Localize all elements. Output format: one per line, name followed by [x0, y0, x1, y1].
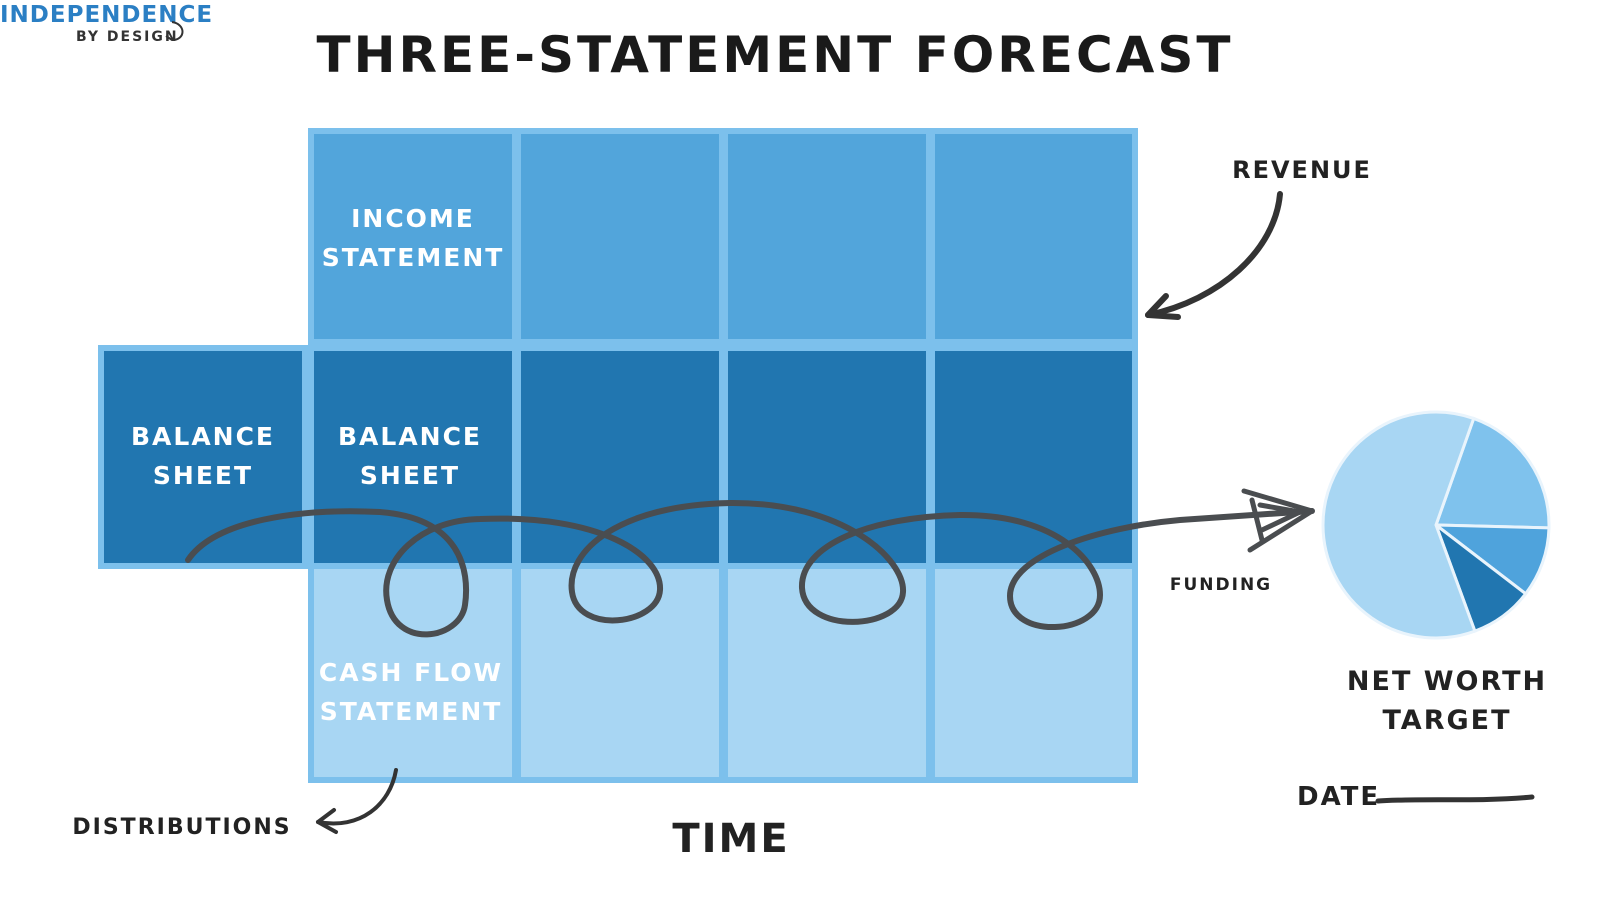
logo: INDEPENDENCE BY DESIGN [0, 2, 213, 45]
net-worth-pie [1321, 410, 1551, 640]
statement-grid [98, 128, 1138, 783]
revenue-arrow [1145, 191, 1283, 318]
cashflow-cell [515, 563, 725, 783]
net-worth-label-line2: TARGET [1382, 705, 1511, 736]
time-axis-label: TIME [672, 816, 789, 862]
logo-line1: INDEPENDENCE [0, 2, 213, 28]
funding-label: FUNDING [1170, 575, 1272, 595]
cashflow-cell [722, 563, 932, 783]
income-statement-label-line1: INCOME [351, 204, 475, 233]
balance-cell [98, 345, 308, 569]
income-cell [515, 128, 725, 345]
date-signature-line [1375, 794, 1535, 804]
pie-slice-largest [1321, 410, 1477, 640]
revenue-label: REVENUE [1232, 156, 1372, 184]
cashflow-cell [929, 563, 1138, 783]
net-worth-label-line1: NET WORTH [1347, 666, 1547, 697]
funding-flow-loop [185, 499, 1315, 638]
funding-arrowhead-icon [1241, 488, 1315, 553]
cash-flow-statement-label-line1: CASH FLOW [319, 658, 503, 687]
logo-line2: BY DESIGN [76, 29, 179, 45]
page-title: THREE-STATEMENT FORECAST [317, 26, 1234, 84]
income-cell [929, 128, 1138, 345]
date-label: DATE [1297, 782, 1380, 812]
income-statement-label-line2: STATEMENT [322, 243, 505, 272]
balance-sheet-label-line1: BALANCE [131, 422, 275, 451]
balance-cell [515, 345, 725, 569]
distributions-label: DISTRIBUTIONS [72, 815, 291, 840]
balance-sheet-label-line1: BALANCE [338, 422, 482, 451]
balance-sheet-label-line2: SHEET [153, 461, 253, 490]
distributions-arrow [316, 768, 398, 826]
logo-swirl-icon [165, 21, 184, 42]
income-cell [722, 128, 932, 345]
cashflow-cell [308, 563, 518, 783]
balance-sheet-label-line2: SHEET [360, 461, 460, 490]
distributions-arrowhead-icon [316, 808, 338, 834]
balance-cell [722, 345, 932, 569]
revenue-arrowhead-icon [1145, 293, 1181, 320]
balance-cell [308, 345, 518, 569]
cash-flow-statement-label-line2: STATEMENT [320, 697, 503, 726]
income-cell [308, 128, 518, 345]
